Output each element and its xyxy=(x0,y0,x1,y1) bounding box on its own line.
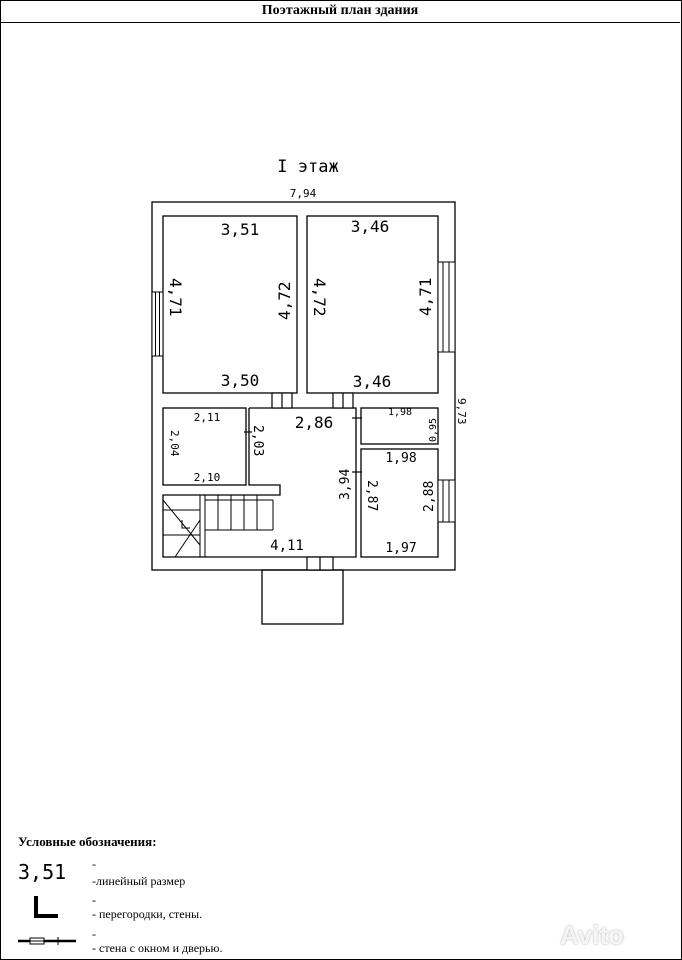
window-left xyxy=(151,291,164,357)
legend-symbols xyxy=(18,896,76,945)
window-bath xyxy=(437,479,456,523)
window-right xyxy=(437,261,456,353)
watermark-logo: Avito xyxy=(560,920,625,950)
room-wc xyxy=(360,407,439,445)
dim-corridor-width: 4,11 xyxy=(270,538,304,554)
outer-wall xyxy=(151,201,456,571)
dim-small-bottom: 2,10 xyxy=(194,471,221,484)
dim-wc-width: 1,98 xyxy=(388,407,412,418)
dim-room1-bottom: 3,50 xyxy=(221,371,260,390)
legend-sample-value: 3,51 xyxy=(18,860,67,884)
dim-small-left: 2,04 xyxy=(168,430,181,457)
page-title: Поэтажный план здания xyxy=(0,0,680,23)
staircase xyxy=(162,495,274,558)
dim-room2-top: 3,46 xyxy=(351,217,390,236)
dim-wc-height: 0,95 xyxy=(428,418,439,442)
legend-dash: - xyxy=(92,857,96,871)
dim-small-top: 2,11 xyxy=(194,411,221,424)
legend-item-walls: - перегородки, стены. xyxy=(92,907,203,921)
dim-bath-right: 2,88 xyxy=(422,481,437,512)
floor-label: I этаж xyxy=(277,157,338,177)
legend-title: Условные обозначения: xyxy=(18,834,157,849)
dim-hall-left: 2,03 xyxy=(250,425,265,456)
dim-overall-width: 7,94 xyxy=(290,187,317,200)
dim-bath-left: 2,87 xyxy=(364,480,379,511)
dim-room2-right: 4,71 xyxy=(416,277,435,316)
dim-room1-top: 3,51 xyxy=(221,220,260,239)
dim-room2-bottom: 3,46 xyxy=(353,372,392,391)
legend-dash: - xyxy=(92,893,96,907)
legend-item-dimension: -линейный размер xyxy=(92,874,186,888)
dim-bath-top: 1,98 xyxy=(385,451,416,466)
dim-overall-height: 9,73 xyxy=(455,398,468,425)
room-small xyxy=(162,407,247,486)
legend-item-window-door: - стена с окном и дверью. xyxy=(92,941,223,955)
dim-room1-right: 4,72 xyxy=(275,281,294,320)
wall-legend-icon xyxy=(34,896,58,918)
legend-dash: - xyxy=(92,927,96,941)
dim-hall-right: 3,94 xyxy=(338,469,353,500)
dim-room2-left: 4,72 xyxy=(310,278,329,317)
dim-room1-left: 4,71 xyxy=(166,278,185,317)
hall xyxy=(162,407,357,558)
dim-bath-bottom: 1,97 xyxy=(385,541,416,556)
dim-hall-width: 2,86 xyxy=(295,413,334,432)
porch xyxy=(261,569,344,625)
